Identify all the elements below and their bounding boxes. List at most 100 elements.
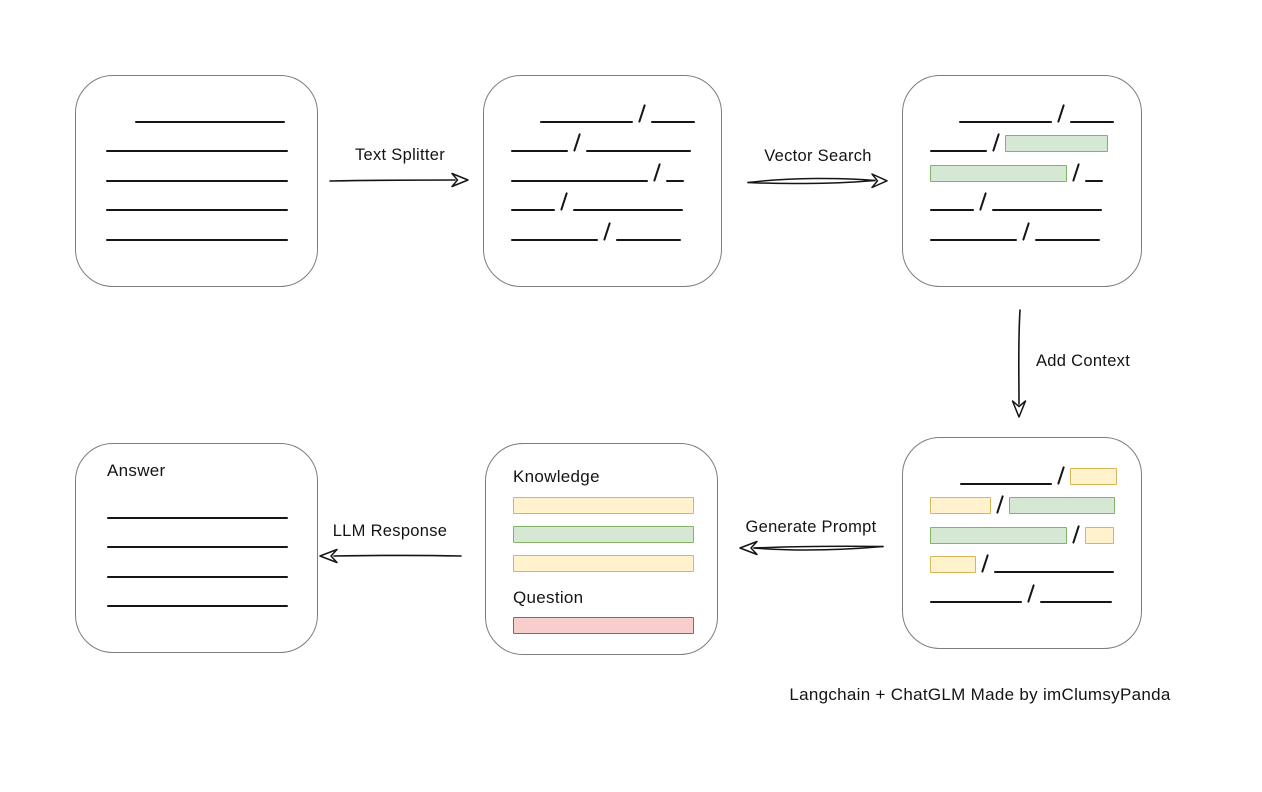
context-chunk-lines [903, 438, 1141, 603]
text-line [930, 209, 974, 212]
chunk-row [103, 152, 317, 182]
text-line [930, 238, 1017, 241]
yellow-highlight-bar [1070, 467, 1118, 485]
slash-separator [1057, 465, 1066, 485]
text-line [994, 571, 1115, 574]
vector-search-arrow [746, 171, 890, 193]
knowledge-label: Knowledge [513, 467, 600, 486]
document-lines [76, 76, 317, 241]
text-splitter-arrow [328, 170, 470, 190]
text-splitter-label: Text Splitter [354, 146, 446, 164]
green-highlight-bar [930, 526, 1067, 544]
text-line [511, 209, 555, 212]
answer-lines [107, 489, 317, 608]
add-context-label: Add Context [1036, 352, 1131, 370]
chunk-row [103, 123, 317, 153]
chunk-row [930, 514, 1141, 544]
matched-chunk-lines [903, 76, 1141, 241]
slash-separator [603, 222, 612, 241]
text-line [107, 575, 288, 578]
generate-prompt-arrow [737, 538, 885, 558]
answer-box: Answer [75, 443, 318, 653]
text-line [992, 209, 1103, 212]
yellow-highlight-bar [930, 497, 991, 515]
split-text-box [483, 75, 722, 287]
chunk-row [103, 93, 317, 123]
chunk-row [511, 123, 721, 153]
text-line [573, 209, 684, 212]
slash-separator [638, 103, 647, 123]
text-line [651, 120, 696, 123]
text-line [586, 150, 692, 153]
text-line [511, 238, 598, 241]
chunk-row [930, 93, 1141, 123]
green-highlight-bar [930, 164, 1067, 182]
chunk-row [930, 152, 1141, 182]
question-label: Question [513, 588, 584, 607]
chunk-row [103, 211, 317, 241]
text-line [666, 179, 685, 182]
text-line [616, 238, 682, 241]
credit-caption: Langchain + ChatGLM Made by imClumsyPand… [789, 685, 1171, 704]
text-line [106, 238, 288, 241]
chunk-row [511, 152, 721, 182]
knowledge-bar-yellow-1 [513, 497, 694, 514]
slash-separator [560, 192, 569, 212]
slash-separator [1027, 584, 1036, 603]
text-line [106, 179, 288, 182]
chunk-row [103, 182, 317, 212]
answer-label: Answer [107, 461, 166, 480]
chunk-row [930, 211, 1141, 241]
text-line [1040, 600, 1113, 603]
chunk-row [107, 578, 317, 608]
text-line [959, 120, 1052, 123]
text-line [540, 120, 633, 123]
slash-separator [996, 495, 1005, 515]
yellow-highlight-bar [930, 556, 976, 574]
text-line [107, 516, 288, 519]
slash-separator [1057, 103, 1066, 123]
chunk-row [107, 548, 317, 578]
slash-separator [992, 133, 1001, 153]
chunk-row [511, 182, 721, 212]
slash-separator [653, 162, 662, 182]
text-line [930, 150, 987, 153]
add-context-arrow [1006, 308, 1034, 420]
vector-search-label: Vector Search [764, 147, 872, 165]
slash-separator [1072, 162, 1081, 182]
chunk-row [107, 489, 317, 519]
vector-match-box [902, 75, 1142, 287]
slash-separator [979, 192, 988, 212]
knowledge-bar-yellow-2 [513, 555, 694, 572]
text-line [1070, 120, 1115, 123]
text-line [106, 150, 288, 153]
chunk-row [930, 544, 1141, 574]
text-line [1035, 238, 1101, 241]
text-line [135, 120, 285, 123]
text-line [511, 150, 568, 153]
chunk-row [930, 573, 1141, 603]
chunk-row [511, 211, 721, 241]
chunk-row [511, 93, 721, 123]
knowledge-bar-green [513, 526, 694, 543]
text-line [511, 179, 648, 182]
text-line [930, 600, 1022, 603]
slash-separator [1072, 524, 1081, 544]
slash-separator [573, 133, 582, 153]
split-chunk-lines [484, 76, 721, 241]
question-bar-red [513, 617, 694, 634]
text-line [107, 605, 288, 608]
chunk-row [930, 455, 1141, 485]
text-line [1085, 179, 1104, 182]
text-line [106, 209, 288, 212]
slash-separator [1022, 222, 1031, 241]
llm-response-arrow [317, 546, 463, 566]
source-document-box [75, 75, 318, 287]
text-line [107, 546, 288, 549]
prompt-box: Knowledge Question [485, 443, 718, 655]
chunk-row [930, 182, 1141, 212]
llm-response-label: LLM Response [332, 522, 448, 540]
context-chunks-box [902, 437, 1142, 649]
chunk-row [930, 485, 1141, 515]
